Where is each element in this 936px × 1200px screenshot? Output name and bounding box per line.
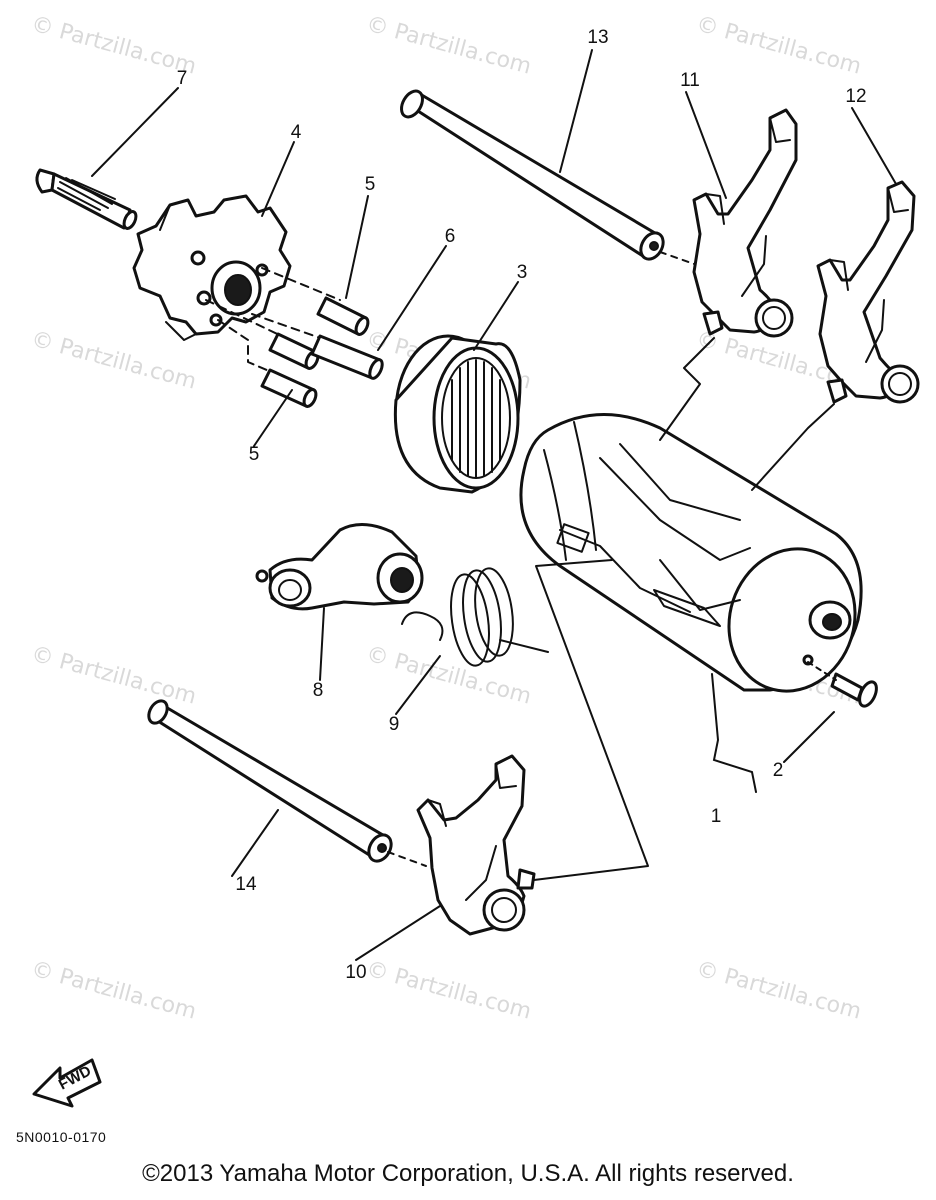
part-13-shaft[interactable] (397, 87, 667, 263)
part-5-pin-lower[interactable] (260, 368, 318, 408)
callout-8[interactable]: 8 (313, 680, 324, 701)
part-11-shift-fork[interactable] (692, 108, 798, 338)
callout-14[interactable]: 14 (235, 874, 257, 895)
part-14-shaft[interactable] (145, 698, 396, 866)
watermark: © Partzilla.com (28, 12, 198, 80)
callout-9[interactable]: 9 (389, 714, 400, 735)
leader-lines (91, 49, 897, 961)
assembly-guide-2 (807, 661, 837, 681)
watermark: © Partzilla.com (28, 642, 198, 710)
part-7-bolt[interactable] (35, 168, 138, 230)
part-2-bolt[interactable] (830, 672, 880, 709)
callout-5-lower[interactable]: 5 (249, 444, 260, 465)
watermark: © Partzilla.com (28, 327, 198, 395)
callout-5-upper[interactable]: 5 (365, 174, 376, 195)
part-8-shift-arm[interactable] (255, 523, 424, 611)
assembly-guide-14 (387, 851, 427, 867)
callout-11[interactable]: 11 (680, 70, 700, 91)
copyright-notice: ©2013 Yamaha Motor Corporation, U.S.A. A… (142, 1160, 794, 1187)
callout-1[interactable]: 1 (711, 806, 722, 827)
watermark: © Partzilla.com (28, 957, 198, 1025)
callout-4[interactable]: 4 (291, 122, 302, 143)
part-4-segment[interactable] (132, 194, 292, 341)
fork-guide-lines (533, 337, 835, 881)
callouts: 13 11 12 7 4 5 6 3 5 8 9 2 1 14 10 (177, 27, 867, 983)
fwd-arrow-icon: FWD (32, 1058, 102, 1108)
callout-3[interactable]: 3 (517, 262, 528, 283)
callout-2[interactable]: 2 (773, 760, 784, 781)
part-6-pin[interactable] (310, 334, 385, 380)
part-9-spring[interactable] (401, 566, 549, 668)
callout-7[interactable]: 7 (177, 68, 188, 89)
part-10-shift-fork[interactable] (416, 754, 536, 936)
watermark: © Partzilla.com (363, 642, 533, 710)
part-5-pin-upper[interactable] (316, 296, 370, 336)
watermark: © Partzilla.com (693, 957, 863, 1025)
diagram-code: 5N0010-0170 (16, 1129, 107, 1145)
callout-13[interactable]: 13 (587, 27, 608, 48)
callout-12[interactable]: 12 (845, 86, 866, 107)
watermark: © Partzilla.com (693, 12, 863, 80)
watermark: © Partzilla.com (363, 12, 533, 80)
callout-6[interactable]: 6 (445, 226, 456, 247)
watermark: © Partzilla.com (363, 957, 533, 1025)
callout-10[interactable]: 10 (345, 962, 366, 983)
part-12-shift-fork[interactable] (816, 180, 920, 404)
assembly-guide-13 (659, 251, 701, 267)
part-3-bearing[interactable] (393, 334, 522, 494)
part-1-shift-cam[interactable] (519, 413, 873, 707)
assembly-guides-4 (205, 267, 361, 381)
